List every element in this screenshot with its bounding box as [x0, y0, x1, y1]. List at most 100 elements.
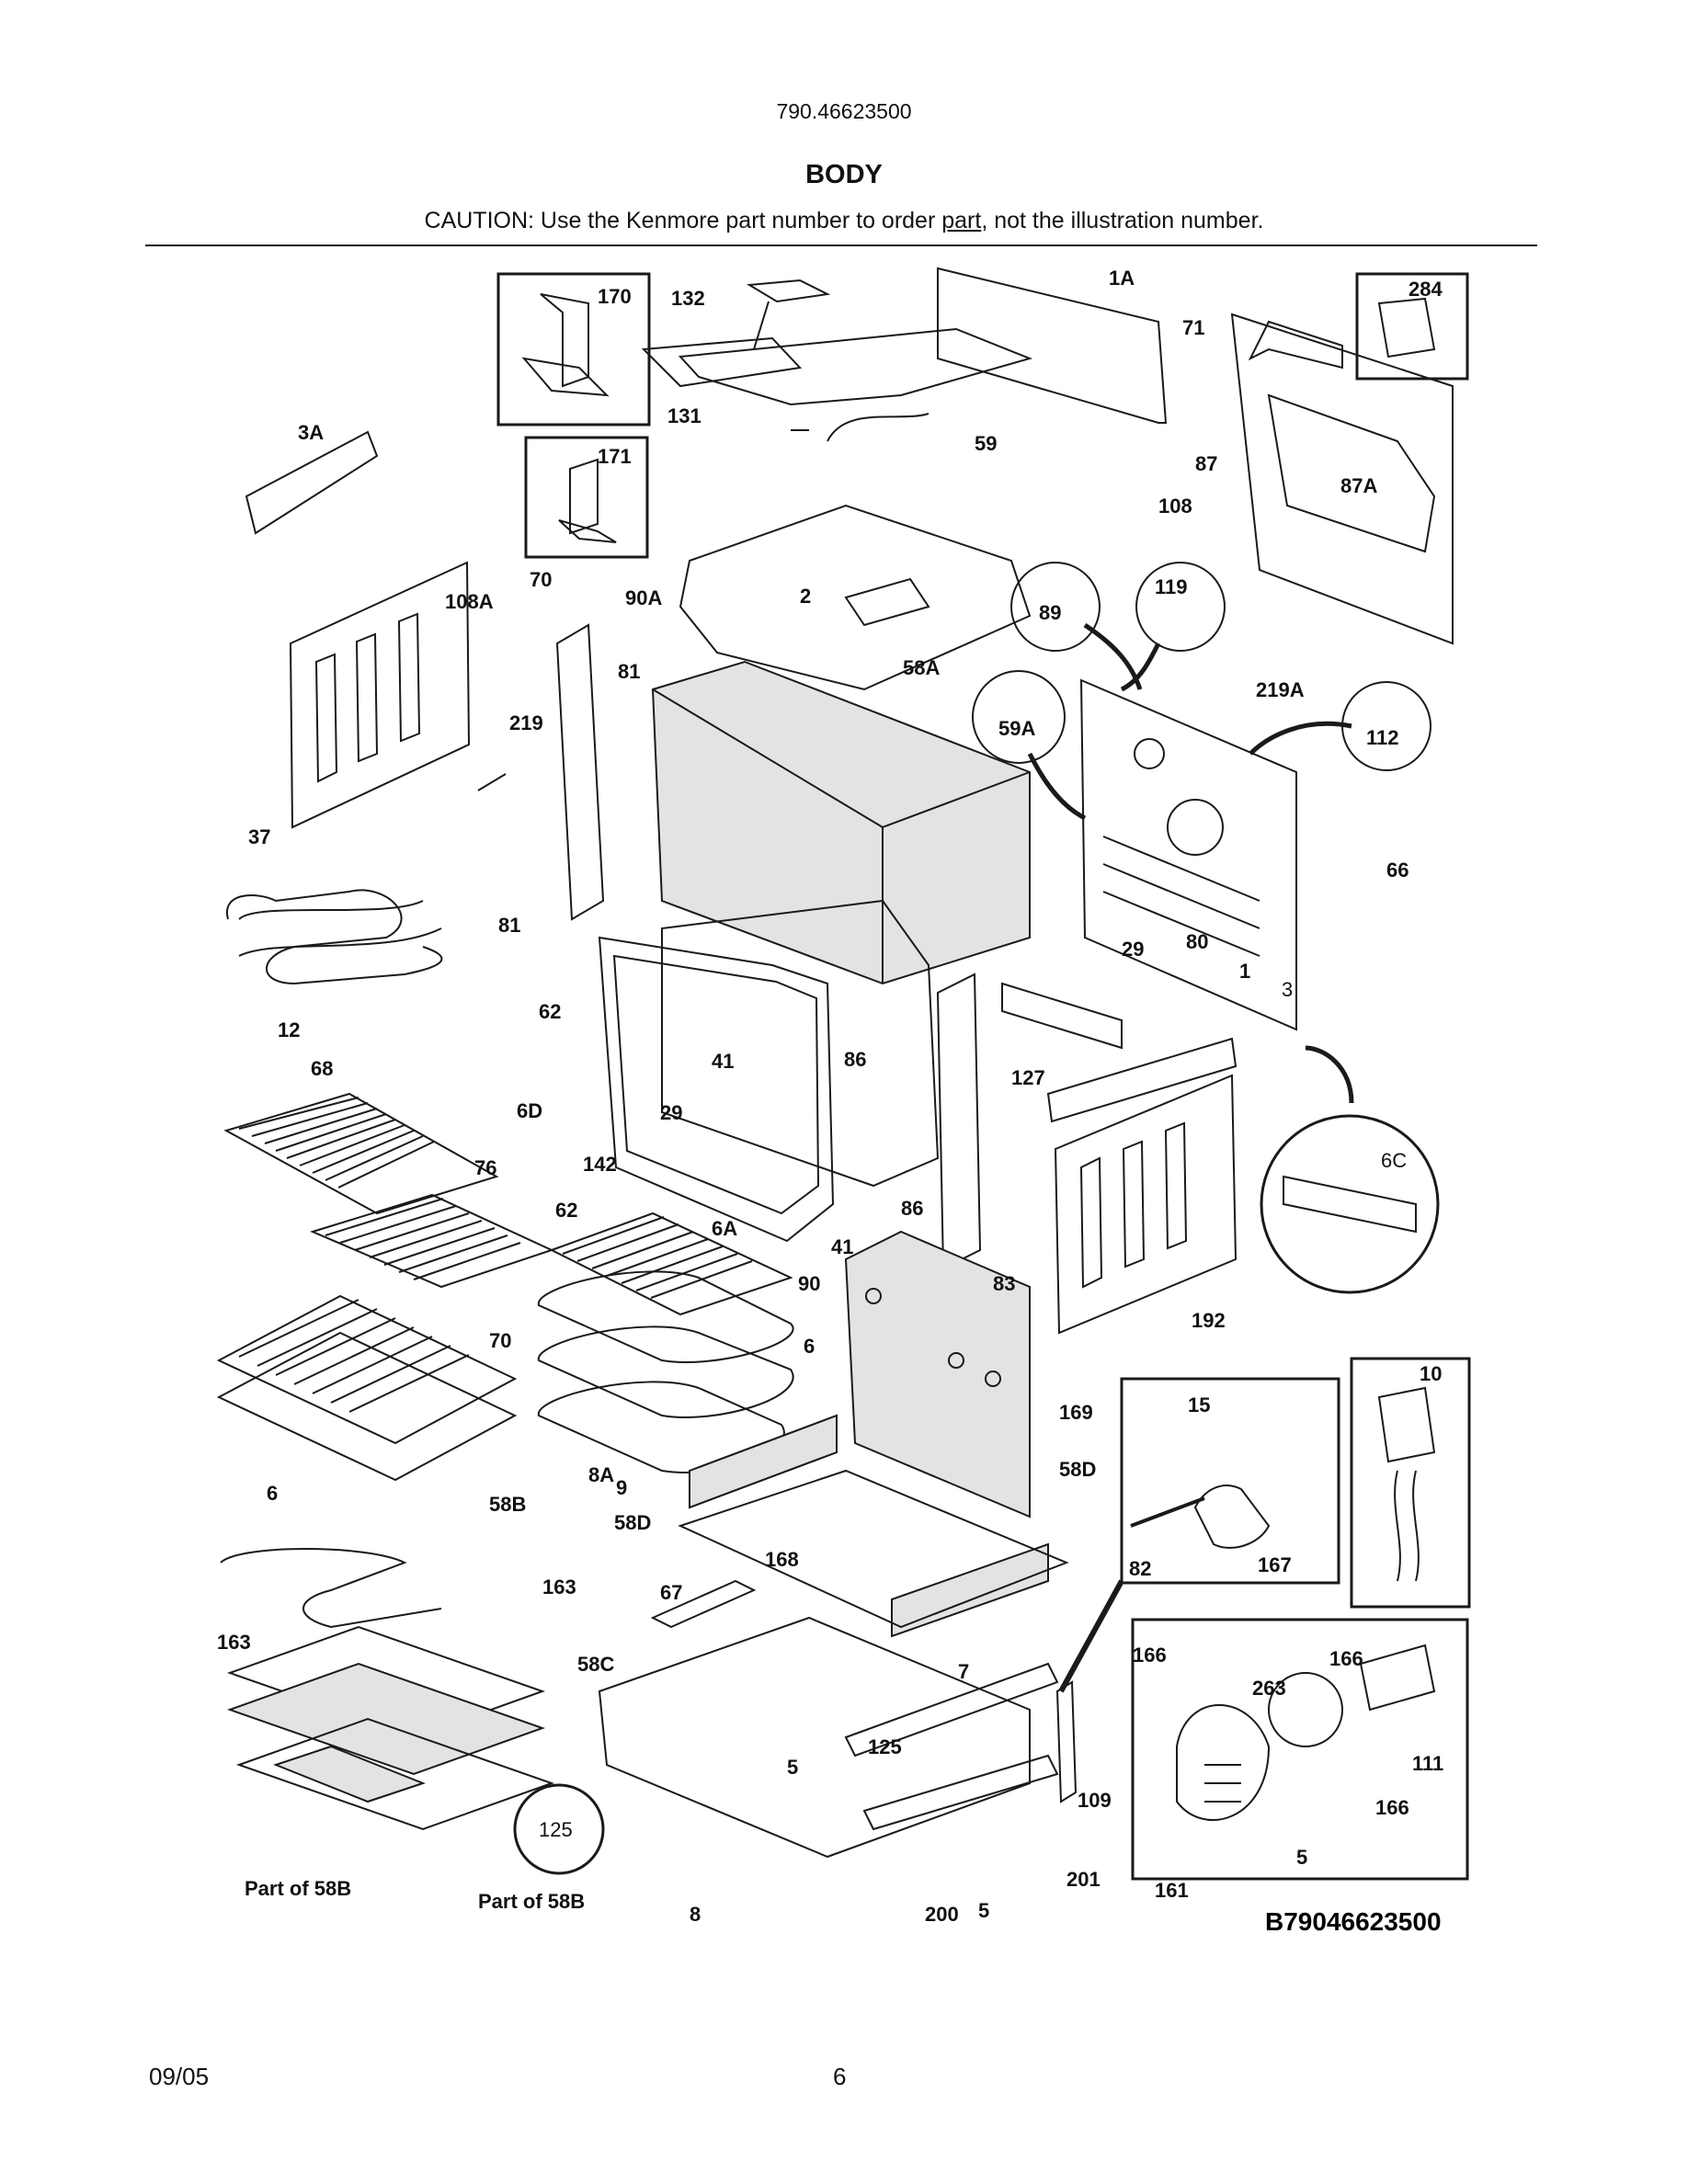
- callout-6d: 68: [311, 1057, 333, 1080]
- inset-171-frame: [524, 436, 649, 559]
- callout-circle-112: [972, 670, 1066, 764]
- header-divider: [145, 245, 1537, 246]
- callout-111: 263: [1252, 1677, 1286, 1700]
- callout-125: 111: [1412, 1752, 1443, 1775]
- callout-169: 15: [1188, 1393, 1210, 1416]
- section-title: BODY: [805, 160, 883, 189]
- drawing-number: B79046623500: [1265, 1907, 1442, 1936]
- callout-1a: 1A: [1109, 267, 1135, 290]
- callout-166-middle: 7: [958, 1660, 969, 1683]
- callout-166-bottom: 5: [978, 1899, 989, 1922]
- callout-112: 59A: [998, 717, 1035, 740]
- leveler-inset-circle: [513, 1783, 605, 1875]
- callout-29-lower: 41: [712, 1050, 734, 1073]
- callout-62-detail: 6C: [1381, 1149, 1407, 1172]
- callout-8a: 6: [267, 1482, 278, 1505]
- caution-suffix: , not the illustration number.: [981, 208, 1264, 233]
- callout-284: 284: [1409, 278, 1443, 301]
- callout-142: 127: [1011, 1066, 1045, 1089]
- callout-109: 166: [1375, 1796, 1409, 1819]
- callout-41-lower: 6A: [712, 1217, 737, 1240]
- callout-90a: 70: [530, 568, 552, 591]
- callout-163-left: 168: [765, 1548, 799, 1571]
- exploded-parts-diagram: 170 132 1A 284 3A 171 131 59 71 87 87A 1…: [216, 267, 1471, 1936]
- callout-80: 29: [1122, 938, 1144, 961]
- inset-284-frame: [1355, 272, 1469, 381]
- callout-2: 90A: [625, 586, 662, 609]
- callout-1: 80: [1186, 930, 1208, 953]
- inset-latch-frame: [1120, 1377, 1340, 1585]
- callout-82: 58D: [614, 1511, 651, 1534]
- caution-note: CAUTION: Use the Kenmore part number to …: [0, 208, 1688, 234]
- callout-59: 59: [975, 432, 997, 455]
- callout-171: 171: [598, 445, 632, 468]
- inset-15-frame: [1350, 1357, 1471, 1609]
- callout-58b: 169: [1059, 1401, 1093, 1424]
- callout-3: 1: [1239, 960, 1250, 983]
- page-number: 6: [833, 2063, 847, 2090]
- callout-6-upper: 70: [489, 1329, 511, 1352]
- callout-219a: 119: [1155, 575, 1188, 598]
- callout-81-lower: 66: [1386, 859, 1409, 882]
- callout-5-center: 125: [868, 1735, 902, 1758]
- callout-5-bottom: 200: [925, 1903, 959, 1926]
- model-number: 790.46623500: [776, 99, 912, 123]
- inset-fan-frame: [1131, 1618, 1469, 1881]
- caution-part-link[interactable]: part: [941, 208, 982, 233]
- callout-12: 62: [539, 1000, 561, 1023]
- callout-166-upper: 67: [660, 1581, 682, 1604]
- callout-6-lower: 58B: [489, 1493, 526, 1516]
- callout-90: 83: [993, 1272, 1015, 1295]
- callout-170: 170: [598, 285, 632, 308]
- callout-58d-right: 58D: [1059, 1458, 1096, 1481]
- callout-168: 167: [1258, 1553, 1292, 1576]
- callout-200: 8: [690, 1903, 701, 1926]
- callout-66: 37: [248, 825, 270, 848]
- callout-59a: 58A: [903, 656, 940, 679]
- callout-76: 142: [583, 1153, 617, 1176]
- callout-87: 87: [1195, 452, 1217, 475]
- callout-67: 163: [542, 1575, 576, 1598]
- callout-68: 12: [278, 1018, 300, 1041]
- callout-circle-219a: [1135, 562, 1226, 652]
- callout-166-lower: 5: [787, 1756, 798, 1779]
- callout-161: 5: [1296, 1846, 1307, 1869]
- callout-70-right: 192: [1192, 1309, 1226, 1332]
- callout-9: 8A: [588, 1463, 614, 1486]
- callout-167: 82: [1129, 1557, 1151, 1580]
- callout-6c: 76: [474, 1156, 496, 1179]
- callout-163-right: 166: [1133, 1644, 1167, 1666]
- callout-71: 71: [1182, 316, 1204, 339]
- detail-circle-62: [1260, 1114, 1440, 1294]
- callout-132: 132: [671, 287, 705, 310]
- callout-87a: 87A: [1340, 474, 1377, 497]
- callout-83: 86: [901, 1197, 923, 1220]
- callout-15: 10: [1420, 1362, 1442, 1385]
- footer-date: 09/05: [149, 2063, 210, 2090]
- callout-8: Part of 58B: [478, 1890, 585, 1913]
- callout-81-upper: 219A: [1256, 678, 1305, 701]
- callout-7: 58C: [577, 1653, 614, 1676]
- callout-70-left: 108A: [445, 590, 494, 613]
- callout-192: 90: [798, 1272, 820, 1295]
- callout-5-right: 201: [1066, 1868, 1101, 1891]
- callout-131: 131: [667, 404, 701, 427]
- callout-41-upper: 6D: [517, 1099, 542, 1122]
- callout-86-lower: 41: [831, 1235, 853, 1258]
- callout-89: 2: [800, 585, 811, 608]
- callout-86-upper: 29: [660, 1101, 682, 1124]
- callout-3a: 3A: [298, 421, 324, 444]
- callout-127: 86: [844, 1048, 866, 1071]
- callout-6a: 62: [555, 1199, 577, 1222]
- callout-part-of-58b: Part of 58B: [245, 1877, 351, 1900]
- callout-29-upper: 81: [498, 914, 520, 937]
- callout-219: 112: [1366, 726, 1399, 749]
- callout-10: 6: [804, 1335, 815, 1358]
- callout-58c: 163: [217, 1631, 251, 1654]
- callout-58a: 81: [618, 660, 640, 683]
- callout-263: 166: [1329, 1647, 1363, 1670]
- callout-37: 219: [509, 711, 543, 734]
- callout-108: 108: [1158, 495, 1192, 518]
- callout-62-upper: 3: [1282, 978, 1293, 1001]
- callout-107: 161: [1155, 1879, 1189, 1902]
